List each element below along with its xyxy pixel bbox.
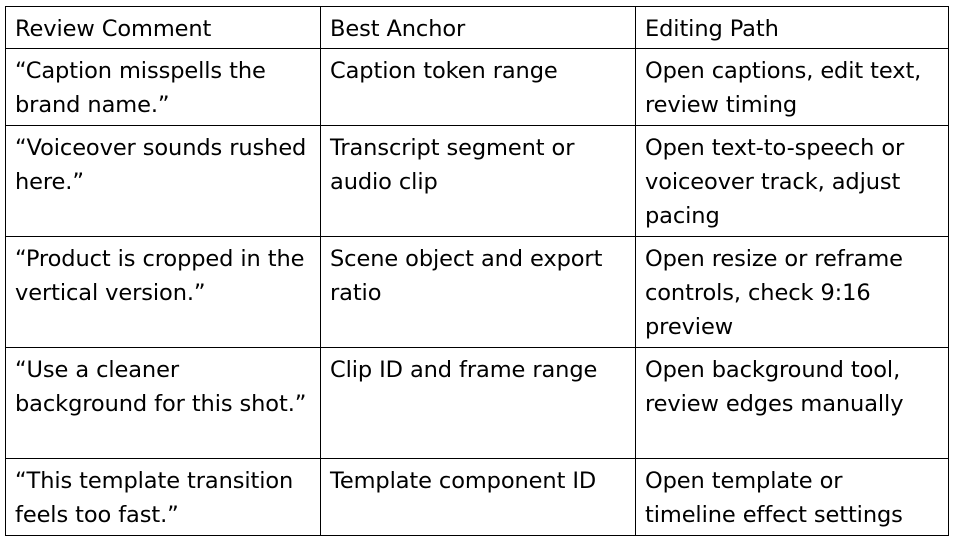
table-row: “Voiceover sounds rushed here.” Transcri… — [5, 125, 949, 237]
table-row: “Caption misspells the brand name.” Capt… — [5, 48, 949, 126]
editing-path-cell: Open background tool, review edges manua… — [635, 347, 949, 459]
review-comment-cell: “Use a cleaner background for this shot.… — [5, 347, 321, 459]
table-header-row: Review Comment Best Anchor Editing Path — [5, 6, 949, 49]
review-comment-cell: “This template transition feels too fast… — [5, 458, 321, 536]
header-editing-path: Editing Path — [635, 6, 949, 49]
best-anchor-cell: Transcript segment or audio clip — [320, 125, 636, 237]
table-row: “This template transition feels too fast… — [5, 458, 949, 536]
best-anchor-cell: Clip ID and frame range — [320, 347, 636, 459]
table-row: “Use a cleaner background for this shot.… — [5, 347, 949, 459]
review-table: Review Comment Best Anchor Editing Path … — [5, 6, 949, 536]
header-best-anchor: Best Anchor — [320, 6, 636, 49]
editing-path-cell: Open text-to-speech or voiceover track, … — [635, 125, 949, 237]
editing-path-cell: Open resize or reframe controls, check 9… — [635, 236, 949, 348]
best-anchor-cell: Scene object and export ratio — [320, 236, 636, 348]
review-comment-cell: “Voiceover sounds rushed here.” — [5, 125, 321, 237]
review-comment-cell: “Product is cropped in the vertical vers… — [5, 236, 321, 348]
table-row: “Product is cropped in the vertical vers… — [5, 236, 949, 348]
review-comment-cell: “Caption misspells the brand name.” — [5, 48, 321, 126]
header-review-comment: Review Comment — [5, 6, 321, 49]
editing-path-cell: Open template or timeline effect setting… — [635, 458, 949, 536]
best-anchor-cell: Caption token range — [320, 48, 636, 126]
best-anchor-cell: Template component ID — [320, 458, 636, 536]
editing-path-cell: Open captions, edit text, review timing — [635, 48, 949, 126]
